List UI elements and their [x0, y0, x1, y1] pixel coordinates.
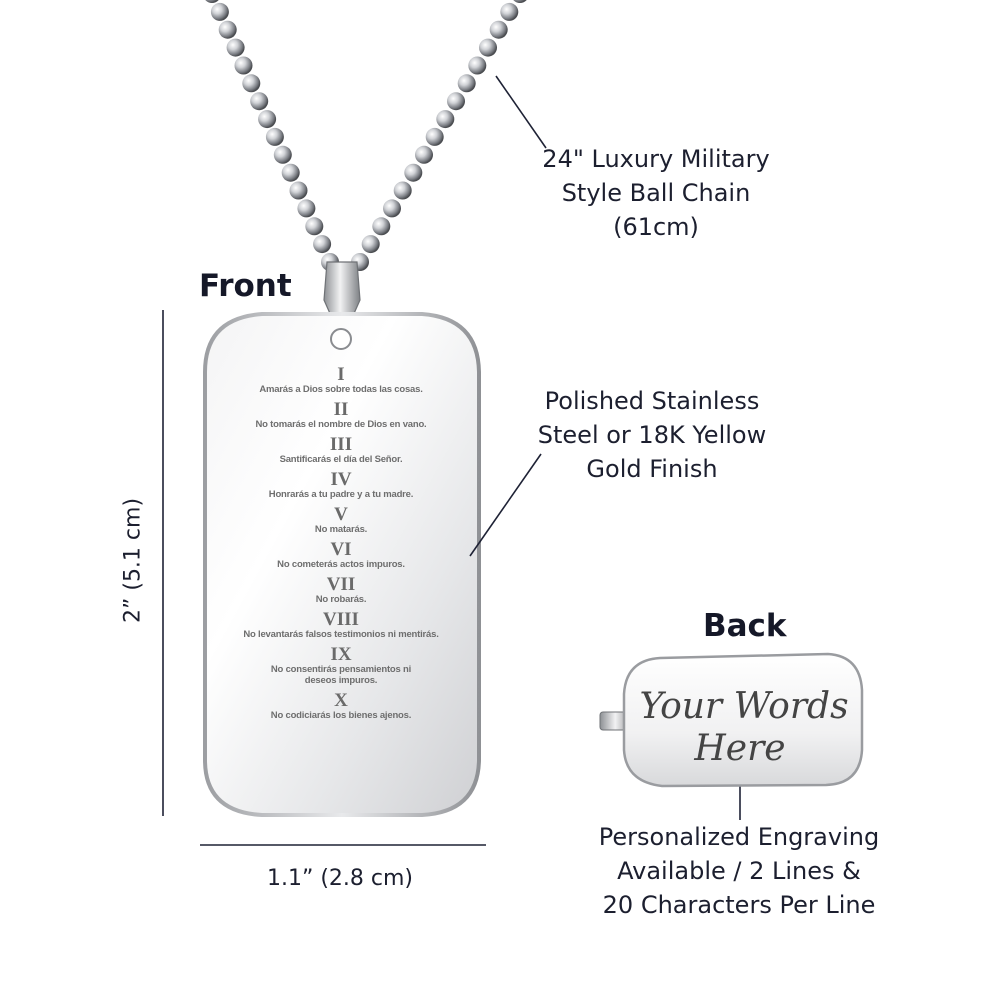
commandment-numeral: X	[334, 690, 348, 711]
finish-callout-line-1: Polished Stainless	[544, 387, 760, 415]
chain-ball	[281, 163, 300, 182]
chain-ball	[513, 0, 527, 3]
chain-ball	[250, 92, 269, 111]
commandment-text: No codiciarás los bienes ajenos.	[270, 710, 412, 721]
tag-hole	[330, 328, 352, 350]
finish-callout-line-3: Gold Finish	[586, 455, 718, 483]
chain-ball	[273, 145, 292, 164]
chain-callout-line-1: 24" Luxury Military	[542, 145, 770, 173]
chain-ball	[489, 20, 508, 39]
engraving-callout-line-3: 20 Characters Per Line	[602, 891, 876, 919]
chain-ball	[305, 217, 324, 236]
chain-ball	[425, 127, 444, 146]
chain-ball	[383, 199, 401, 218]
commandment-text: Santificarás el día del Señor.	[279, 454, 403, 465]
chain-ball	[436, 110, 455, 129]
commandment-numeral: VII	[326, 574, 356, 595]
chain-ball	[468, 56, 487, 75]
chain-callout-line-3: (61cm)	[613, 213, 699, 241]
chain-ball	[415, 145, 433, 164]
commandment-numeral: VIII	[323, 609, 359, 630]
chain-ball	[258, 110, 277, 129]
chain-ball	[361, 235, 380, 254]
commandment-text: deseos impuros.	[304, 675, 378, 686]
chain-ball	[393, 181, 412, 200]
chain-ball	[218, 20, 237, 39]
engraving-callout-line-1: Personalized Engraving	[598, 823, 880, 851]
commandment-numeral: II	[333, 399, 349, 420]
commandment-numeral: I	[337, 364, 345, 385]
front-heading: Front	[199, 268, 292, 304]
chain-ball	[447, 92, 465, 111]
commandment-text: No robarás.	[315, 594, 367, 605]
commandment-text: No matarás.	[314, 524, 368, 535]
chain-ball	[372, 217, 391, 236]
commandment-numeral: III	[329, 434, 353, 455]
commandment-text: No tomarás el nombre de Dios en vano.	[255, 419, 427, 430]
commandment-numeral: V	[334, 504, 348, 525]
commandment-numeral: VI	[330, 539, 352, 560]
chain-ball	[313, 235, 332, 254]
ball-chain	[205, 0, 527, 271]
chain-callout-line-2: Style Ball Chain	[561, 179, 751, 207]
chain-ball	[404, 163, 423, 182]
height-dimension-label: 2” (5.1 cm)	[120, 497, 146, 624]
back-engraving-line2: Here	[693, 728, 785, 769]
pendant-bail	[323, 261, 361, 319]
chain-ball	[289, 181, 308, 200]
front-dog-tag	[203, 312, 481, 817]
width-dimension-label: 1.1” (2.8 cm)	[266, 866, 414, 891]
commandment-text: Amarás a Dios sobre todas las cosas.	[259, 384, 423, 395]
commandment-text: No cometerás actos impuros.	[277, 559, 405, 570]
commandment-text: No consentirás pensamientos ni	[270, 664, 412, 675]
chain-ball	[457, 74, 476, 93]
finish-pointer-line	[469, 453, 542, 557]
engraving-callout-line-2: Available / 2 Lines &	[617, 857, 861, 885]
commandment-numeral: IV	[330, 469, 352, 490]
chain-ball	[226, 38, 245, 57]
chain-ball	[265, 127, 284, 146]
finish-callout-line-2: Steel or 18K Yellow	[537, 421, 767, 449]
engraving-callout: Personalized Engraving Available / 2 Lin…	[586, 820, 892, 922]
chain-ball	[205, 0, 219, 3]
chain-ball	[210, 2, 229, 21]
chain-ball	[297, 199, 316, 218]
chain-pointer-line	[495, 75, 547, 149]
back-engraving-line1: Your Words	[639, 686, 848, 727]
commandment-text: Honrarás a tu padre y a tu madre.	[268, 489, 414, 500]
back-dog-tag	[622, 652, 864, 788]
chain-ball	[242, 74, 261, 93]
chain-ball	[500, 2, 519, 21]
chain-callout: 24" Luxury Military Style Ball Chain (61…	[520, 142, 792, 244]
commandment-numeral: IX	[330, 644, 352, 665]
finish-callout: Polished Stainless Steel or 18K Yellow G…	[516, 384, 788, 486]
commandment-text: No levantarás falsos testimonios ni ment…	[243, 629, 439, 640]
chain-ball	[479, 38, 497, 57]
chain-ball	[234, 56, 253, 75]
back-heading: Back	[703, 608, 787, 644]
